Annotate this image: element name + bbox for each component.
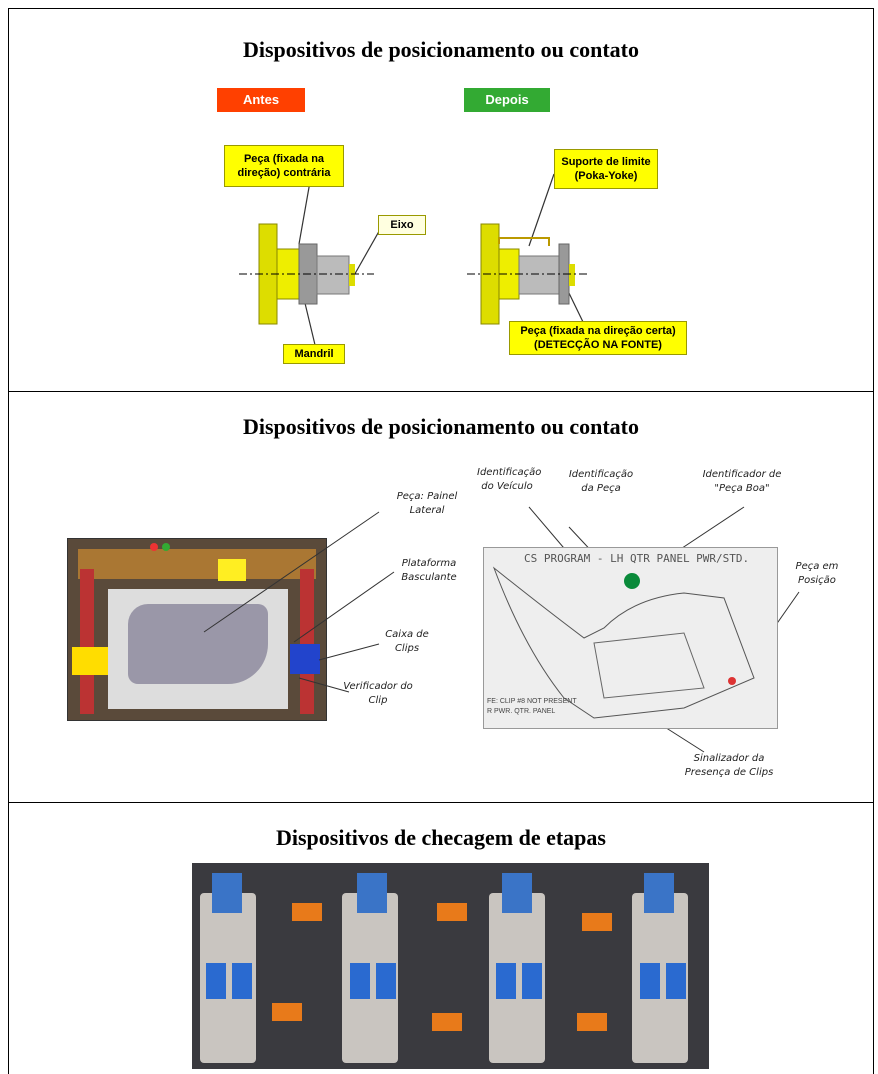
label-id-peca: Identificação da Peça: [568, 469, 634, 494]
good-part-indicator: [624, 573, 640, 589]
label-id-veiculo: Identificação do Veículo: [477, 467, 542, 492]
step-check-photo: [192, 863, 709, 1069]
program-text: CS PROGRAM - LH QTR PANEL PWR/STD.: [524, 552, 750, 565]
label-peca-posicao: Peça em Posição: [795, 561, 839, 586]
after-diagram: [467, 173, 589, 325]
label-sinalizador: Sinalizador da Presença de Clips: [684, 753, 774, 778]
label-caixa: Caixa de Clips: [385, 629, 429, 654]
label-peca-certa: Peça (fixada na direção certa) (DETECÇÃO…: [509, 321, 687, 355]
label-peca-contraria: Peça (fixada na direção) contrária: [224, 145, 344, 187]
section-title: Dispositivos de posicionamento ou contat…: [242, 414, 640, 439]
label-plataforma: Plataforma Basculante: [401, 558, 457, 583]
before-badge: Antes: [217, 88, 305, 112]
label-verificador: Verificador do Clip: [343, 681, 413, 706]
section-title: Dispositivos de checagem de etapas: [276, 825, 606, 850]
footnote-1: FE: CLIP #8 NOT PRESENT: [487, 698, 577, 705]
section-positioning-photos: Dispositivos de posicionamento ou contat…: [8, 391, 874, 803]
label-eixo: Eixo: [378, 215, 426, 235]
label-mandril: Mandril: [283, 344, 345, 364]
before-diagram: [239, 158, 383, 350]
footnote-2: R PWR. QTR. PANEL: [487, 708, 556, 715]
label-id-boa: Identificador de "Peça Boa": [702, 469, 782, 494]
label-suporte: Suporte de limite (Poka-Yoke): [554, 149, 658, 189]
section-title: Dispositivos de posicionamento ou contat…: [242, 37, 640, 62]
section-step-check: Dispositivos de checagem de etapas: [8, 802, 874, 1074]
fixture-photo: [67, 538, 327, 721]
label-peca-painel: Peça: Painel Lateral: [396, 491, 458, 516]
section-before-after: Dispositivos de posicionamento ou contat…: [8, 8, 874, 392]
after-badge: Depois: [464, 88, 550, 112]
panel-diagram: CS PROGRAM - LH QTR PANEL PWR/STD. FE: C…: [483, 547, 778, 729]
